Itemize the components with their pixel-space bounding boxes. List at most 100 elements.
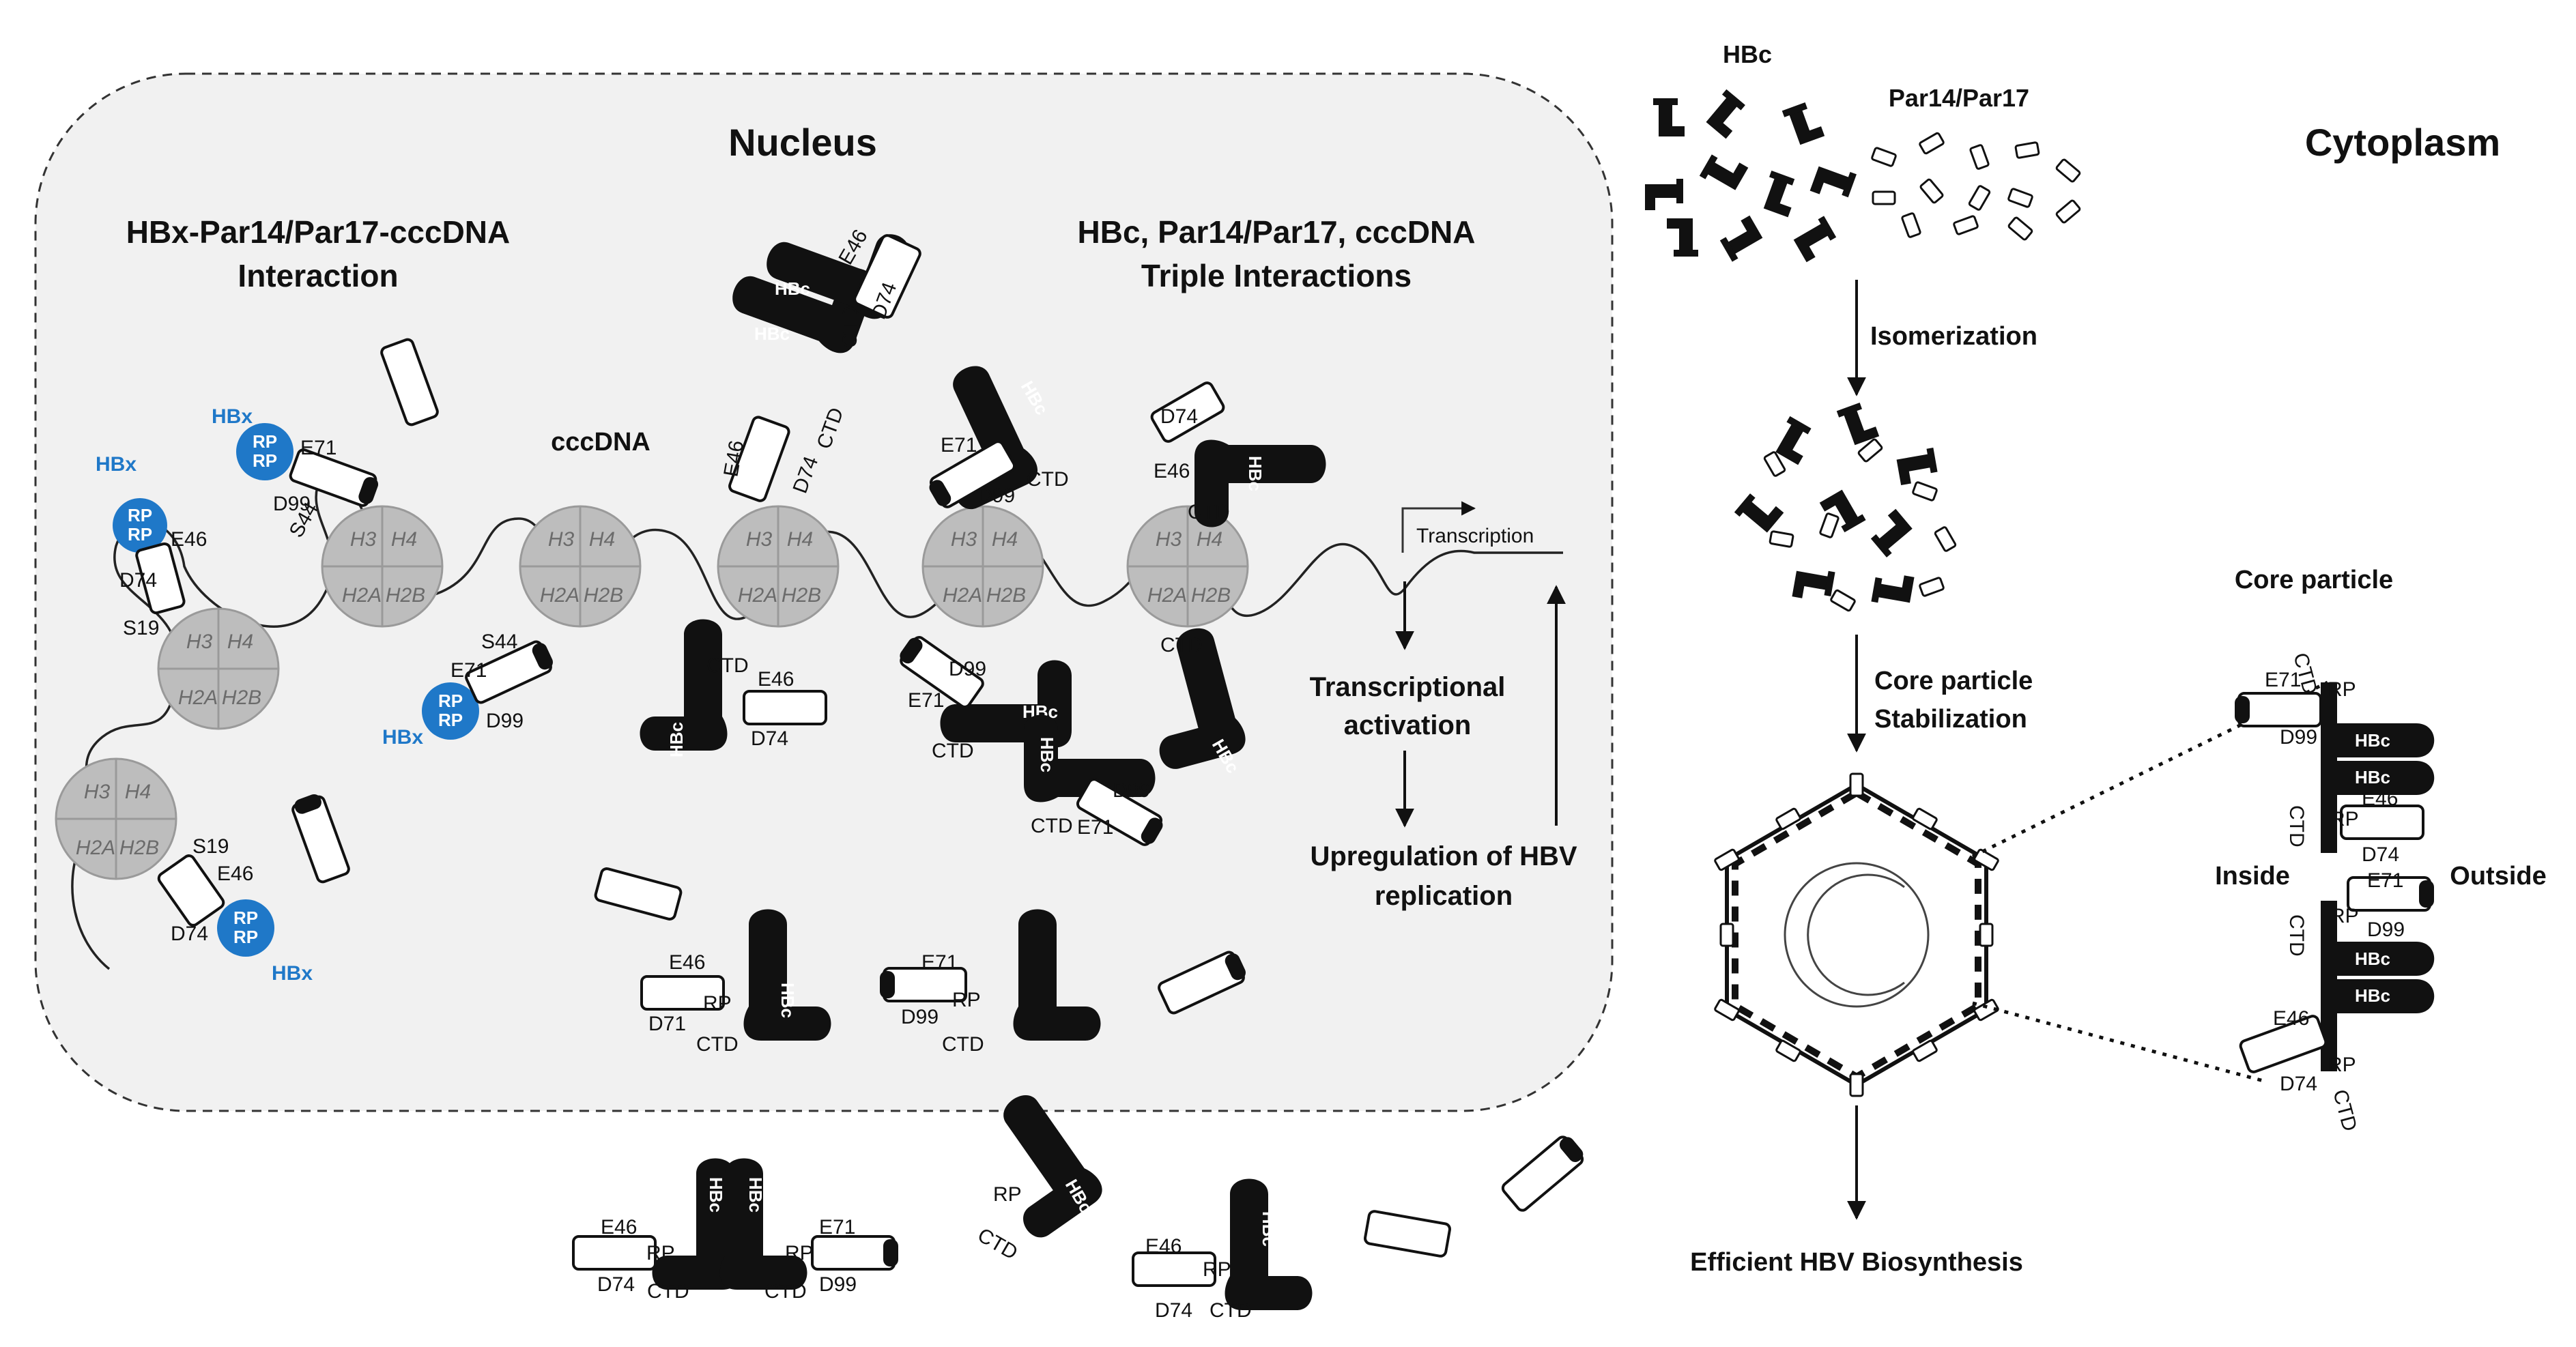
svg-text:H2A: H2A xyxy=(178,686,218,709)
svg-text:CTD: CTD xyxy=(839,306,861,348)
svg-text:E46: E46 xyxy=(2362,787,2398,810)
free-par-6 xyxy=(1499,1131,1589,1214)
svg-text:D74: D74 xyxy=(171,923,208,945)
svg-text:E71: E71 xyxy=(2265,669,2301,691)
histone-octamer-2: H3 H4 H2A H2B xyxy=(519,505,642,628)
hbc-par-complex-nucleus-5: HBc D99 E71 CTD xyxy=(1024,714,1169,850)
svg-text:H2B: H2B xyxy=(782,584,821,607)
svg-text:CTD: CTD xyxy=(696,1033,739,1056)
svg-text:HBc: HBc xyxy=(1259,1211,1279,1247)
svg-text:H2B: H2B xyxy=(1191,584,1231,607)
histone-octamer-3: H3 H4 H2A H2B xyxy=(717,505,840,628)
svg-text:E71: E71 xyxy=(2367,869,2403,892)
isomerization-label: Isomerization xyxy=(1870,322,2037,351)
svg-text:H2A: H2A xyxy=(76,837,115,859)
svg-text:E46: E46 xyxy=(1145,1235,1182,1258)
svg-text:HBx: HBx xyxy=(96,453,137,476)
svg-text:E71: E71 xyxy=(450,659,487,682)
svg-text:CTD: CTD xyxy=(942,1033,984,1056)
transcriptional-activation-line2: activation xyxy=(1344,710,1472,740)
svg-text:HBc: HBc xyxy=(775,278,810,299)
hbx-par-complex-2: RP RP HBx E46 D74 S19 xyxy=(96,453,207,639)
cytoplasm-title: Cytoplasm xyxy=(2305,121,2500,164)
hbc-par-complex-nucleus-3: HBc CTD E46 D74 xyxy=(640,619,827,757)
svg-text:CTD: CTD xyxy=(1188,501,1230,523)
core-detail-hbc-stack: HBc HBc HBc HBc E71 D99 CTD RP E46 D74 C… xyxy=(2233,650,2435,1133)
isomerized-cluster xyxy=(1734,400,1958,613)
cccdna-label: cccDNA xyxy=(551,428,650,457)
hbc-par-complex-nucleus-8: E71 D99 CTD RP xyxy=(878,909,1101,1056)
svg-text:RP: RP xyxy=(253,450,277,471)
svg-text:CTD: CTD xyxy=(2285,805,2308,848)
svg-text:S19: S19 xyxy=(123,617,159,639)
svg-text:RP: RP xyxy=(233,927,258,947)
svg-text:D74: D74 xyxy=(597,1273,635,1296)
svg-text:RP: RP xyxy=(233,908,258,928)
svg-text:E46: E46 xyxy=(171,528,207,551)
right-heading-line1: HBc, Par14/Par17, cccDNA xyxy=(1078,214,1476,250)
hbc-par-complex-nucleus-7: HBc E46 D71 CTD RP xyxy=(640,909,831,1056)
svg-text:CTD: CTD xyxy=(764,1280,807,1303)
svg-text:HBc: HBc xyxy=(745,1177,766,1213)
svg-text:RP: RP xyxy=(253,431,277,452)
transcription-start-arrow xyxy=(1401,501,1476,553)
svg-text:D74: D74 xyxy=(1160,405,1198,428)
biosynthesis-label: Efficient HBV Biosynthesis xyxy=(1690,1248,2023,1277)
svg-text:HBc: HBc xyxy=(706,1177,726,1213)
cytoplasm-hbc-label: HBc xyxy=(1723,40,1772,68)
histone-octamer-7: H3 H4 H2A H2B xyxy=(55,757,177,880)
svg-text:HBc: HBc xyxy=(666,722,687,757)
svg-text:E46: E46 xyxy=(1154,460,1190,482)
svg-text:CTD: CTD xyxy=(1160,634,1203,656)
hbx-par-complex-4: RP RP HBx S19 E46 D74 xyxy=(157,835,313,985)
svg-text:RP: RP xyxy=(128,524,152,545)
svg-text:RP: RP xyxy=(438,691,463,711)
svg-text:E71: E71 xyxy=(300,437,337,459)
svg-text:D99: D99 xyxy=(2367,918,2405,941)
svg-text:H3: H3 xyxy=(350,528,377,551)
svg-text:H4: H4 xyxy=(589,528,615,551)
svg-text:E46: E46 xyxy=(669,951,705,974)
histone-octamer-6: H3 H4 H2A H2B xyxy=(157,607,280,730)
svg-text:HBc: HBc xyxy=(2355,985,2390,1006)
svg-text:CTD: CTD xyxy=(1210,1299,1252,1322)
svg-text:E46: E46 xyxy=(2273,1007,2309,1030)
svg-text:RP: RP xyxy=(2330,808,2359,830)
par-pool xyxy=(1870,131,2082,242)
stabilization-line2: Stabilization xyxy=(1874,705,2027,734)
svg-text:H3: H3 xyxy=(1156,528,1182,551)
svg-text:H3: H3 xyxy=(746,528,773,551)
svg-text:H2B: H2B xyxy=(584,584,623,607)
svg-text:D74: D74 xyxy=(2362,843,2399,866)
svg-text:H4: H4 xyxy=(787,528,813,551)
upregulation-line1: Upregulation of HBV xyxy=(1310,841,1577,871)
svg-text:D99: D99 xyxy=(1113,779,1150,802)
svg-text:E71: E71 xyxy=(1077,816,1113,839)
svg-text:HBc: HBc xyxy=(2355,948,2390,969)
svg-text:CTD: CTD xyxy=(2285,914,2308,957)
svg-text:RP: RP xyxy=(1203,1258,1231,1281)
left-heading-line2: Interaction xyxy=(238,258,398,293)
svg-text:H3: H3 xyxy=(951,528,977,551)
hbc-par-complex-bottom: HBc E46 D74 CTD RP xyxy=(1132,1178,1313,1322)
svg-text:RP: RP xyxy=(646,1242,675,1264)
svg-text:D74: D74 xyxy=(1155,1299,1192,1322)
svg-text:H4: H4 xyxy=(1197,528,1222,551)
transcriptional-activation-line1: Transcriptional xyxy=(1310,672,1506,702)
svg-text:H2A: H2A xyxy=(738,584,777,607)
histone-octamer-5: H3 H4 H2A H2B xyxy=(1126,505,1249,628)
svg-text:CTD: CTD xyxy=(974,1223,1022,1264)
svg-text:E71: E71 xyxy=(819,1216,855,1239)
free-par-5 xyxy=(1362,1208,1452,1259)
svg-text:RP: RP xyxy=(2328,1054,2356,1076)
hbc-monomer-bottom: HBc RP CTD xyxy=(961,1086,1108,1264)
histone-octamer-1: H3 H4 H2A H2B xyxy=(321,505,444,628)
svg-text:H2A: H2A xyxy=(1147,584,1187,607)
svg-text:HBc: HBc xyxy=(2355,730,2390,751)
svg-text:HBx: HBx xyxy=(212,405,253,428)
svg-text:RP: RP xyxy=(2328,678,2356,701)
svg-text:E46: E46 xyxy=(217,863,253,885)
outside-label: Outside xyxy=(2450,862,2546,890)
histone-octamer-4: H3 H4 H2A H2B xyxy=(921,505,1044,628)
svg-text:H2A: H2A xyxy=(943,584,982,607)
